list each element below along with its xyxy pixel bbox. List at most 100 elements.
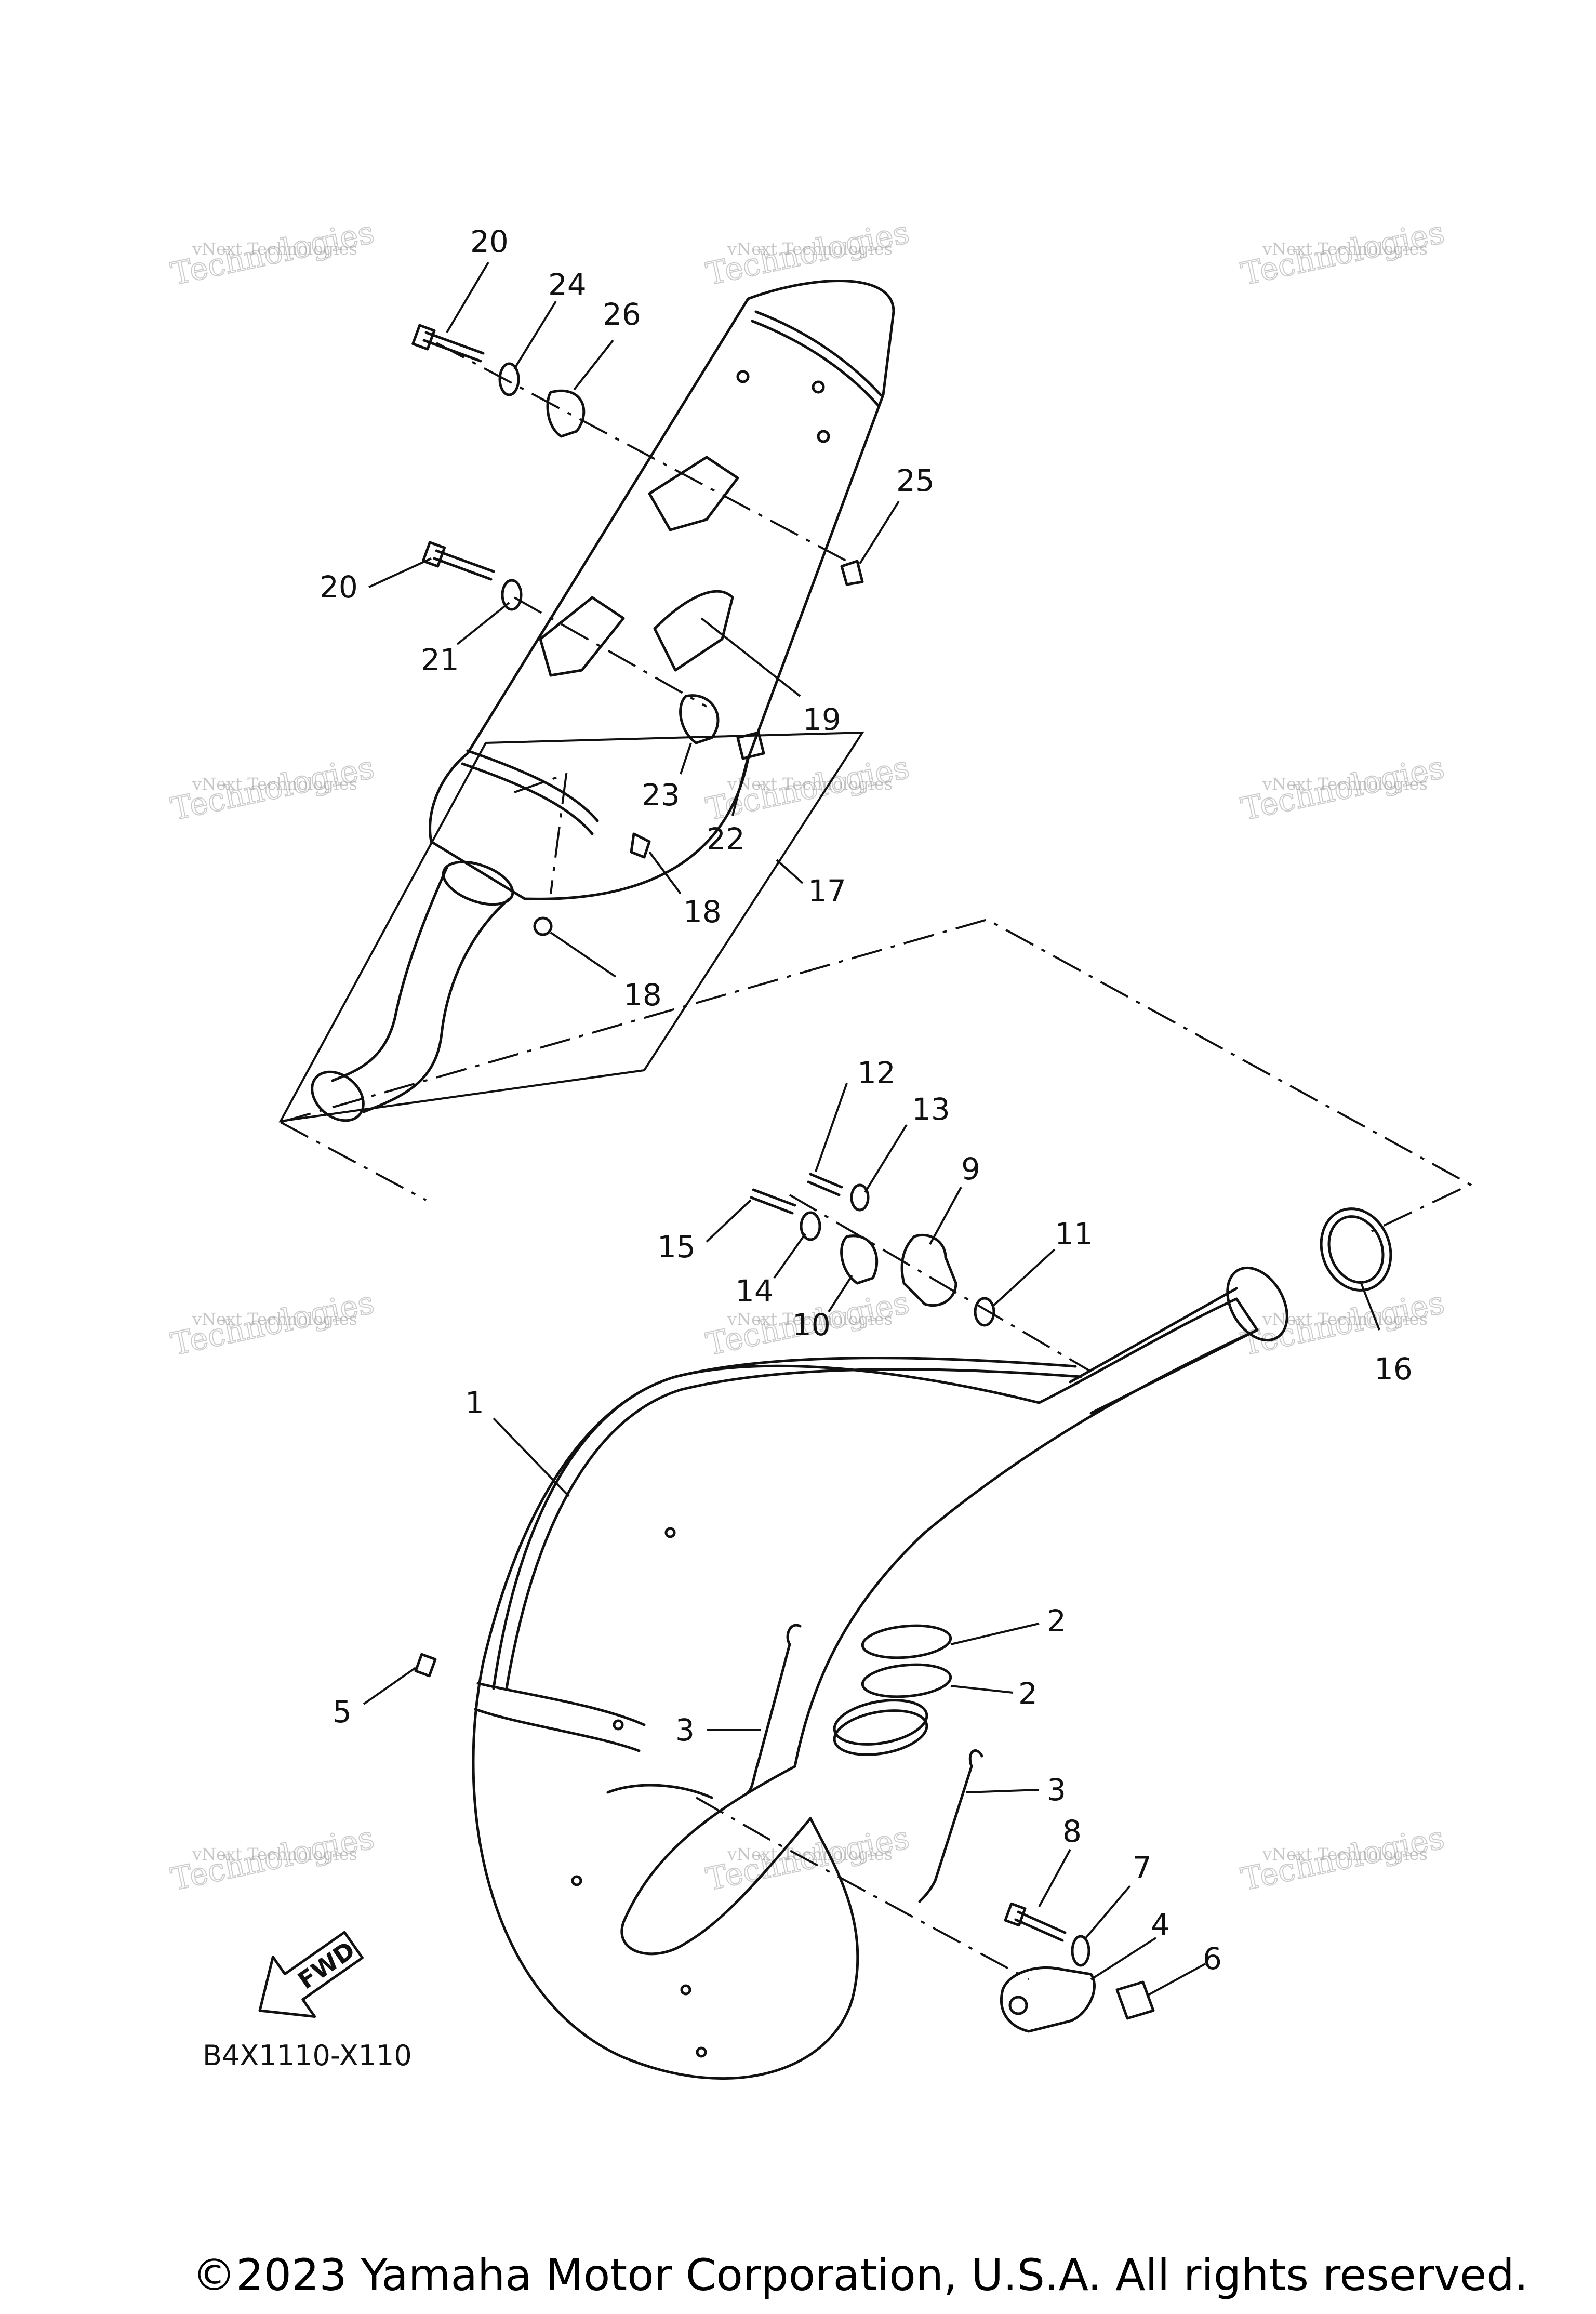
fwd-arrow-icon: FWD xyxy=(258,1931,364,2018)
pipe-rivet xyxy=(613,1719,624,1731)
callout-12: 12 xyxy=(857,1055,896,1090)
callout-2: 2 xyxy=(1018,1676,1038,1711)
callout-13: 13 xyxy=(912,1092,950,1127)
silencer-rivet xyxy=(736,370,750,383)
silencer-inlet-pipe xyxy=(331,866,448,1082)
callout-4: 4 xyxy=(1151,1907,1170,1943)
spring-3-right xyxy=(918,1749,983,1903)
pipe-rivet xyxy=(680,1984,691,1996)
callout-16: 16 xyxy=(1374,1351,1413,1387)
axis-line xyxy=(436,342,847,562)
axis-line xyxy=(789,1194,1092,1373)
watermark-text: vNext Technologies xyxy=(1262,239,1428,259)
watermark-text: vNext Technologies xyxy=(192,1309,357,1329)
callout-14: 14 xyxy=(735,1273,774,1309)
watermark-text: vNext Technologies xyxy=(727,239,893,259)
silencer-upper-bracket xyxy=(648,456,739,531)
copyright-notice: ©2023 Yamaha Motor Corporation, U.S.A. A… xyxy=(192,2250,1528,2300)
inlet-flange xyxy=(833,1699,928,1746)
silencer-inlet-end xyxy=(311,1070,365,1122)
gasket-2-upper xyxy=(861,1624,952,1659)
washer-24 xyxy=(498,362,520,396)
silencer-rivet xyxy=(817,430,830,443)
gasket-16 xyxy=(1320,1207,1392,1292)
gasket-16-inner xyxy=(1327,1215,1385,1284)
diagram-code: B4X1110-X110 xyxy=(203,2039,412,2072)
watermark-text: vNext Technologies xyxy=(727,1309,893,1329)
callout-1: 1 xyxy=(465,1385,484,1420)
callout-3: 3 xyxy=(675,1712,695,1748)
bolt-20-mid xyxy=(433,549,495,581)
silencer-rivet xyxy=(812,380,825,394)
bracket-hole xyxy=(1008,1996,1028,2015)
bolt-8 xyxy=(1014,1910,1067,1942)
callout-7: 7 xyxy=(1133,1850,1152,1885)
watermark-text: vNext Technologies xyxy=(1262,1844,1428,1864)
callout-6: 6 xyxy=(1203,1941,1222,1976)
callouts: 20 24 26 25 20 21 19 23 22 17 18 18 12 1… xyxy=(320,224,1413,1996)
exhaust-band xyxy=(476,1682,646,1726)
exhaust-band xyxy=(474,1708,641,1752)
callout-11: 11 xyxy=(1055,1216,1093,1252)
callout-5: 5 xyxy=(332,1694,352,1730)
exhaust-inner-line xyxy=(606,1784,713,1799)
watermark-text: vNext Technologies xyxy=(192,1844,357,1864)
silencer-front-band xyxy=(466,749,599,822)
watermark-text: vNext Technologies xyxy=(727,774,893,794)
exhaust-pipe-body xyxy=(472,1297,1259,2080)
bolt-18 xyxy=(630,832,651,859)
damper-10 xyxy=(840,1234,879,1285)
tailpipe-end xyxy=(1226,1266,1288,1342)
silencer-inlet-pipe xyxy=(362,897,511,1113)
silencer-lower-bracket xyxy=(539,596,625,677)
exhaust-pipe-seam xyxy=(505,1368,1082,1690)
gasket-2-lower xyxy=(861,1663,952,1698)
bolt-5 xyxy=(414,1653,437,1678)
callout-9: 9 xyxy=(961,1151,980,1187)
damper-23 xyxy=(679,694,720,744)
bolt-head xyxy=(411,324,436,351)
silencer-front-band xyxy=(461,762,594,835)
watermark-text: vNext Technologies xyxy=(192,774,357,794)
inlet-flange xyxy=(833,1709,928,1756)
bolt-15 xyxy=(750,1188,796,1215)
collar-11 xyxy=(974,1297,995,1327)
callout-15: 15 xyxy=(657,1229,696,1265)
collar-22 xyxy=(736,731,765,760)
bolt-head xyxy=(1004,1902,1027,1927)
bolt-head xyxy=(421,541,446,568)
callout-23: 23 xyxy=(642,777,680,813)
silencer-assembly xyxy=(278,280,895,1123)
callout-24: 24 xyxy=(548,267,587,302)
callout-22: 22 xyxy=(707,821,745,857)
silencer-frame xyxy=(278,731,864,1123)
axis-line xyxy=(514,773,568,894)
watermark-text: vNext Technologies xyxy=(1262,1309,1428,1329)
washer-21 xyxy=(501,579,523,611)
callout-19: 19 xyxy=(803,702,841,737)
callout-2: 2 xyxy=(1047,1603,1066,1639)
washer-7 xyxy=(1071,1935,1090,1967)
pipe-rivet xyxy=(664,1527,676,1538)
pipe-rivet xyxy=(571,1875,582,1886)
watermark-text: vNext Technologies xyxy=(1262,774,1428,794)
exhaust-pipe-seam xyxy=(492,1357,1077,1690)
silencer-body xyxy=(429,280,895,900)
collar-6 xyxy=(1115,1980,1155,2020)
callout-20: 20 xyxy=(470,224,509,259)
callout-26: 26 xyxy=(603,297,641,332)
collar-25 xyxy=(840,560,864,586)
damper-26 xyxy=(546,389,586,438)
callout-17: 17 xyxy=(808,873,846,909)
pipe-rivet xyxy=(696,2046,707,2058)
callout-10: 10 xyxy=(792,1307,831,1342)
assembly-link-frame xyxy=(280,1121,427,1201)
callout-18: 18 xyxy=(623,977,662,1013)
callout-20: 20 xyxy=(320,569,358,605)
axis-line xyxy=(514,596,707,708)
callout-25: 25 xyxy=(896,463,935,498)
callout-8: 8 xyxy=(1062,1814,1082,1849)
bolt-20-top xyxy=(422,331,485,363)
spring-3-left xyxy=(747,1624,802,1794)
